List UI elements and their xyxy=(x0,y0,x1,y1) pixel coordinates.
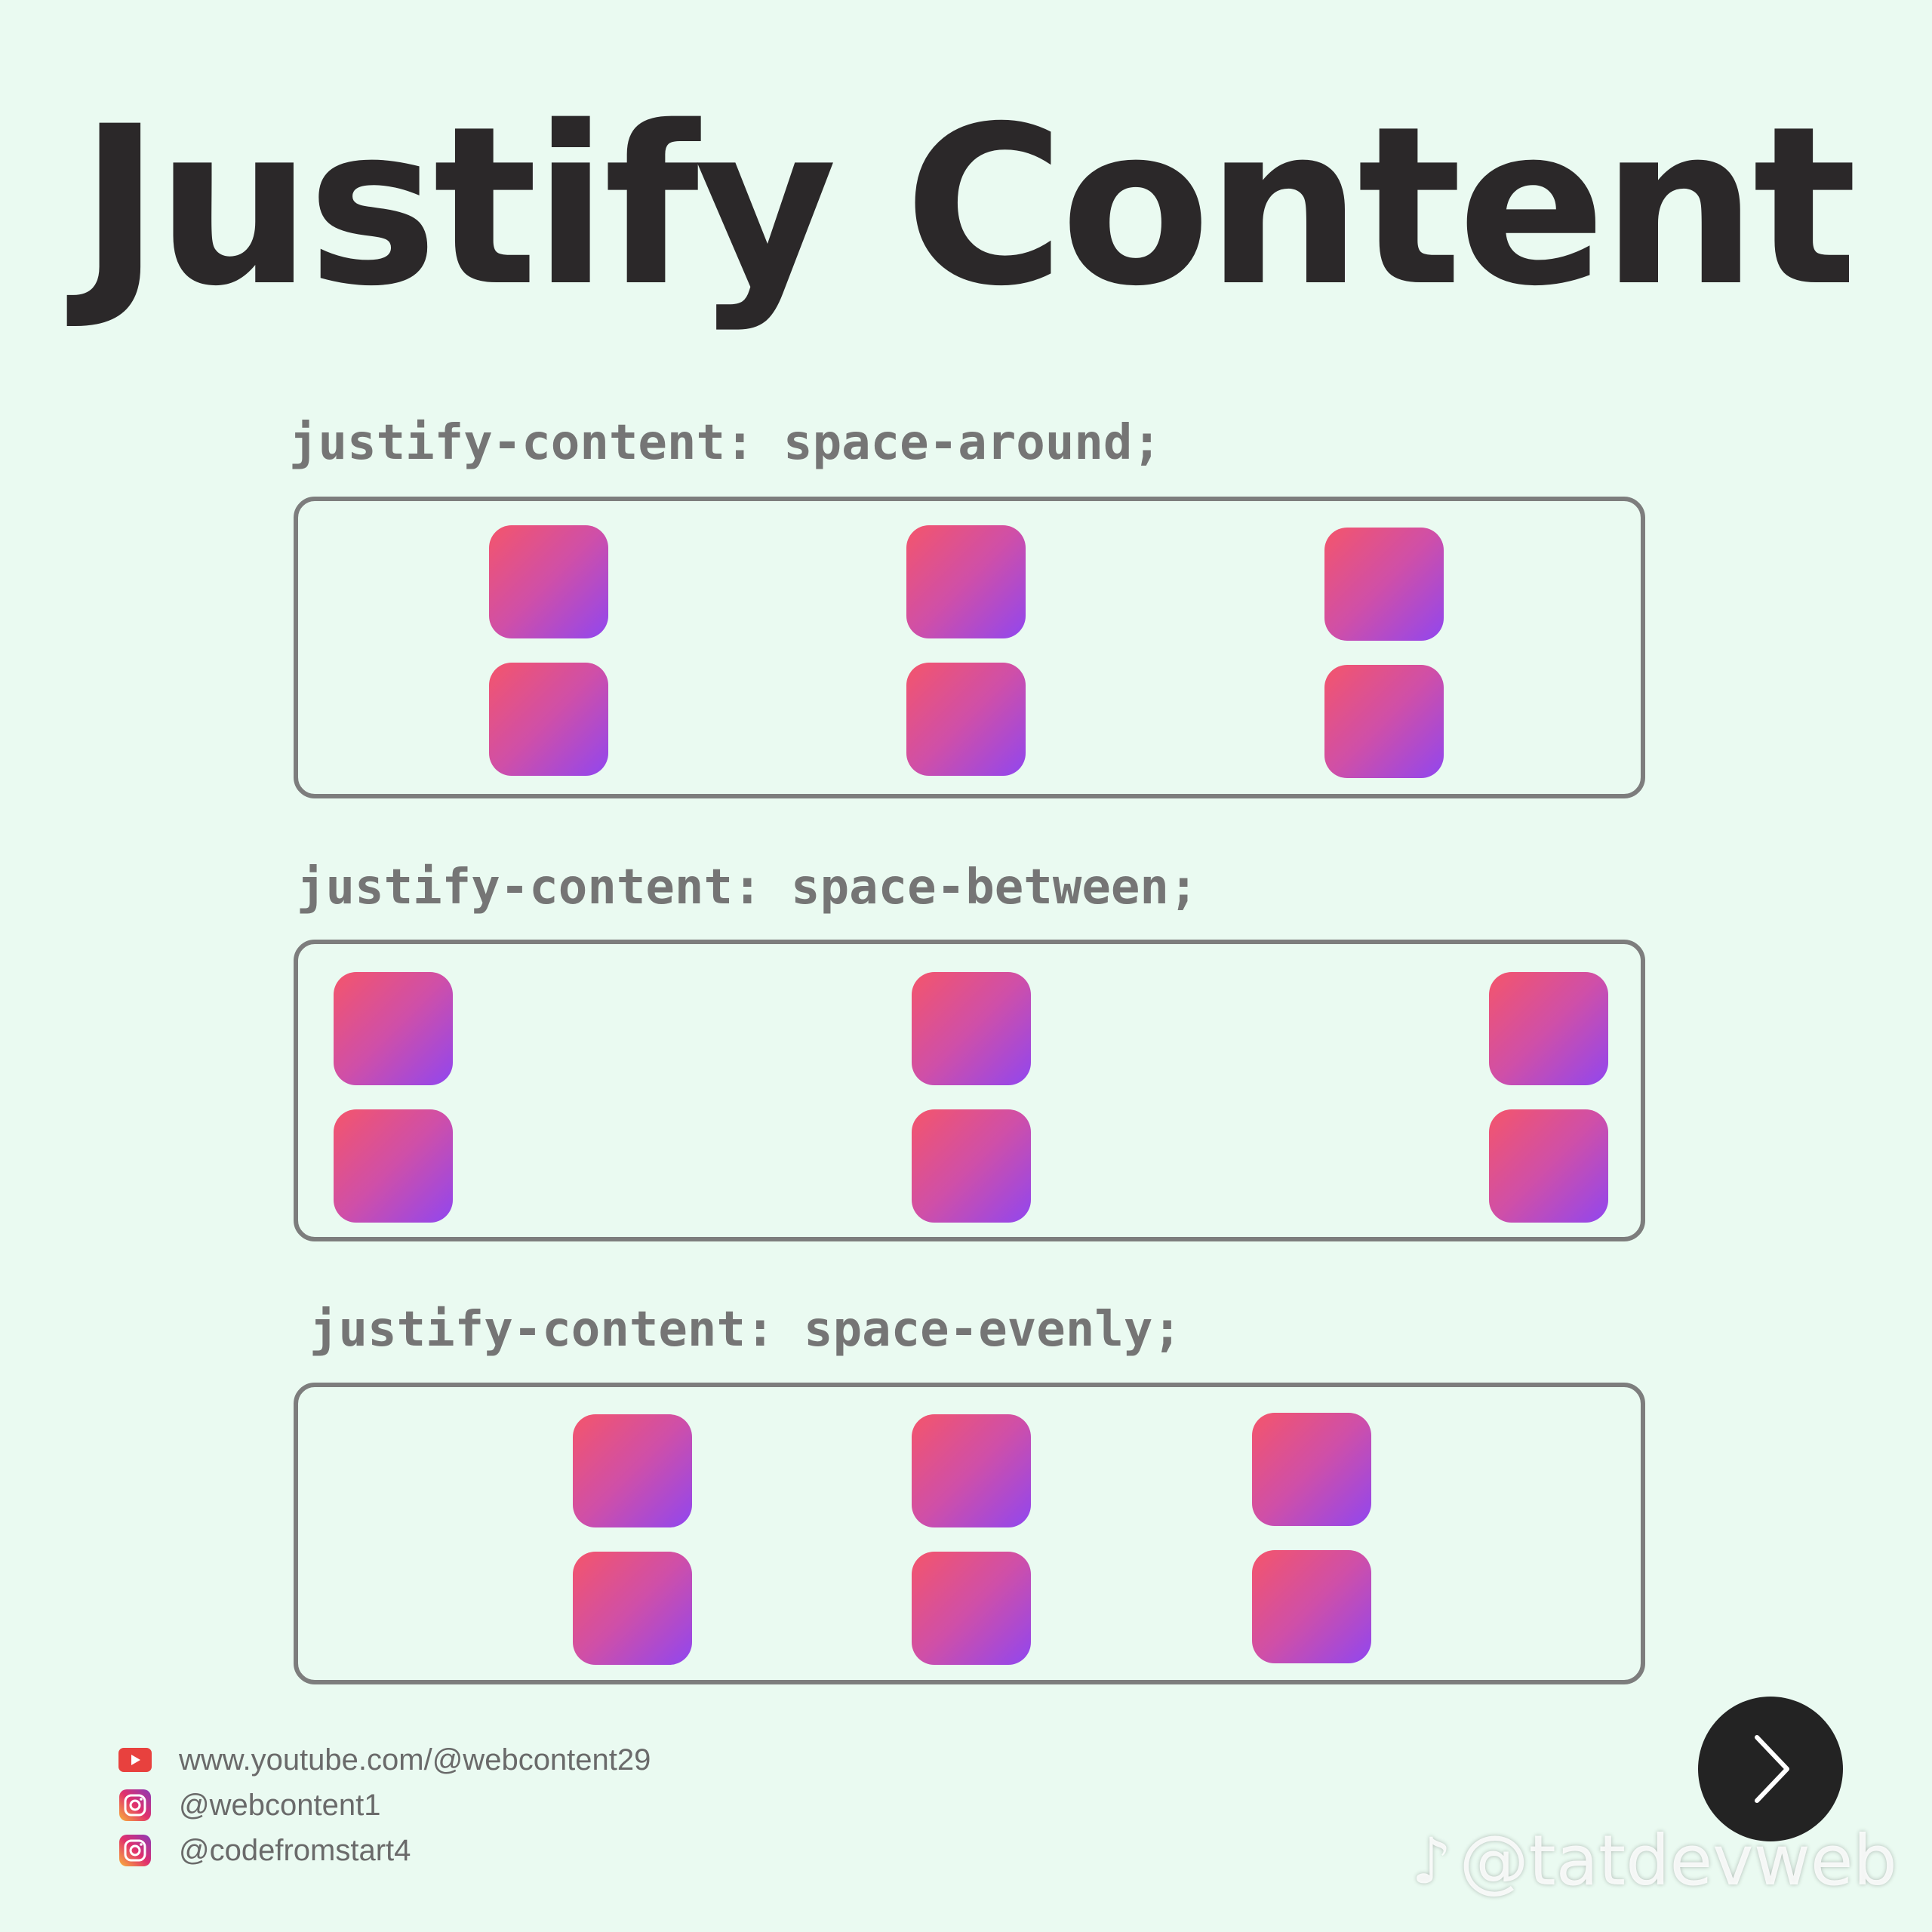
flex-item xyxy=(912,1109,1031,1223)
flex-item xyxy=(906,663,1026,776)
code-label-space-between: justify-content: space-between; xyxy=(297,860,1198,915)
flex-item xyxy=(1252,1550,1371,1663)
demo-box-space-between xyxy=(294,940,1645,1241)
code-label-space-evenly: justify-content: space-evenly; xyxy=(309,1302,1182,1358)
youtube-url: www.youtube.com/@webcontent29 xyxy=(179,1743,651,1777)
flex-item xyxy=(912,972,1031,1085)
flex-item xyxy=(1489,1109,1608,1223)
instagram-icon xyxy=(118,1834,152,1867)
flex-item xyxy=(912,1552,1031,1665)
page-title: Justify Content xyxy=(78,80,1857,334)
flex-item xyxy=(906,525,1026,638)
flex-item xyxy=(489,663,608,776)
flex-item xyxy=(573,1552,692,1665)
flex-item xyxy=(489,525,608,638)
flex-item xyxy=(334,1109,453,1223)
instagram-icon xyxy=(118,1789,152,1822)
demo-box-space-around xyxy=(294,497,1645,798)
youtube-icon xyxy=(118,1743,152,1777)
footer-instagram-link-2[interactable]: @codefromstart4 xyxy=(118,1832,411,1869)
flex-item xyxy=(1489,972,1608,1085)
flex-item xyxy=(573,1414,692,1527)
instagram-handle-2: @codefromstart4 xyxy=(179,1833,411,1867)
flex-item xyxy=(334,972,453,1085)
flex-item xyxy=(1252,1413,1371,1526)
footer-instagram-link-1[interactable]: @webcontent1 xyxy=(118,1787,380,1823)
chevron-right-icon xyxy=(1755,1735,1789,1803)
demo-box-space-evenly xyxy=(294,1383,1645,1684)
code-label-space-around: justify-content: space-around; xyxy=(289,415,1161,471)
next-slide-button[interactable] xyxy=(1698,1697,1843,1841)
flex-item xyxy=(912,1414,1031,1527)
flex-item xyxy=(1324,665,1444,778)
footer-youtube-link[interactable]: www.youtube.com/@webcontent29 xyxy=(118,1742,651,1778)
flex-item xyxy=(1324,528,1444,641)
tiktok-icon: ♪ xyxy=(1411,1824,1452,1898)
watermark-handle: @tatdevweb xyxy=(1459,1820,1897,1901)
watermark: ♪ @tatdevweb xyxy=(1411,1826,1897,1896)
instagram-handle-1: @webcontent1 xyxy=(179,1788,381,1822)
